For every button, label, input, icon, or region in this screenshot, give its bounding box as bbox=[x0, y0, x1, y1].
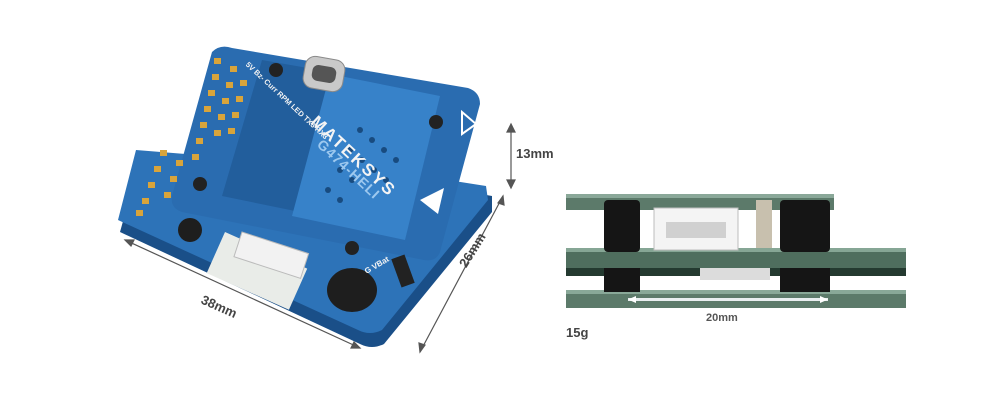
weight-label: 15g bbox=[566, 325, 589, 340]
matek-logo-icon bbox=[420, 188, 444, 214]
product-photo-right bbox=[566, 194, 906, 308]
dim-line-38 bbox=[124, 239, 361, 349]
arrow-marker-icon bbox=[461, 109, 478, 136]
dimension-height-label: 13mm bbox=[516, 146, 554, 161]
arrow-head bbox=[497, 194, 505, 206]
dim-line-26 bbox=[419, 195, 504, 353]
arrow-head bbox=[350, 340, 362, 349]
arrow-head bbox=[418, 342, 426, 354]
arrow-head bbox=[123, 239, 135, 248]
arrow-head bbox=[506, 122, 516, 133]
mount-spacing-label: 20mm bbox=[706, 312, 738, 324]
gold-pads bbox=[136, 58, 247, 216]
jst-connector bbox=[233, 231, 310, 279]
arrow-head bbox=[506, 179, 516, 190]
board-stack-left bbox=[118, 46, 492, 347]
